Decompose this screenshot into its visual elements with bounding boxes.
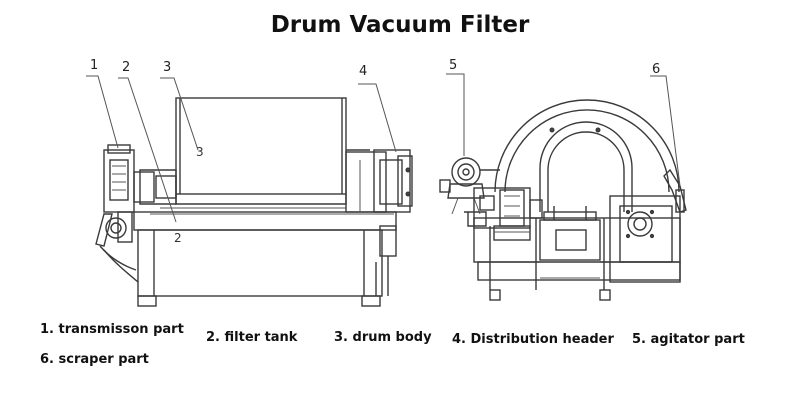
transmission-part <box>95 144 155 283</box>
drum-body <box>139 97 370 209</box>
agitator-part <box>439 157 500 215</box>
callout-3: 3 <box>163 60 172 75</box>
legend-item-scraper: 6. scraper part <box>40 352 149 367</box>
callout-1: 1 <box>90 58 99 73</box>
distribution-header <box>345 149 413 213</box>
end-view-tank <box>464 195 681 301</box>
callout-5: 5 <box>449 58 458 73</box>
drum-body-drawing-label: 3 <box>196 145 204 159</box>
side-view: 2 3 <box>86 75 413 307</box>
end-view <box>439 73 687 301</box>
side-leader-lines <box>86 75 397 223</box>
legend-item-transmission: 1. transmisson part <box>40 322 184 337</box>
filter-tank-drawing-label: 2 <box>174 231 182 245</box>
callout-4: 4 <box>359 64 368 79</box>
callout-2: 2 <box>122 60 131 75</box>
gear-unit <box>473 187 543 229</box>
legend-item-filter-tank: 2. filter tank <box>206 330 298 345</box>
legend-item-drum-body: 3. drum body <box>334 330 432 345</box>
filter-tank <box>133 211 397 307</box>
legend-item-distribution-header: 4. Distribution header <box>452 332 614 347</box>
drum-end <box>494 99 680 212</box>
end-leader-lines <box>446 73 681 187</box>
diagram-title: Drum Vacuum Filter <box>270 12 530 38</box>
callout-6: 6 <box>652 62 661 77</box>
legend-item-agitator: 5. agitator part <box>632 332 745 347</box>
